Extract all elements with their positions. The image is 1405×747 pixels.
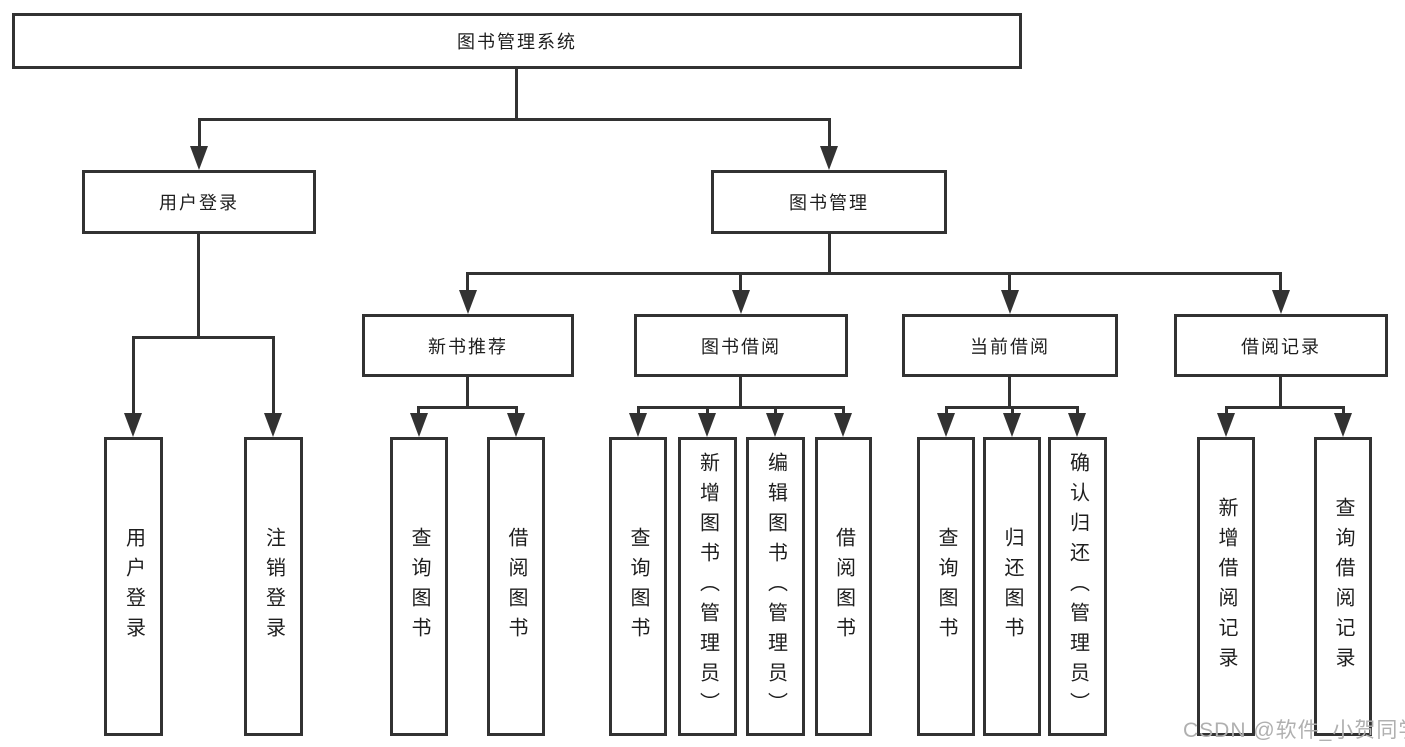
edge-drop-bb-query (637, 406, 640, 416)
arrow-into-bb-add (698, 413, 716, 437)
node-current-borrow: 当前借阅 (902, 314, 1118, 377)
node-label: 注销登录 (262, 526, 285, 647)
arrow-into-cb-return (1003, 413, 1021, 437)
leaf-cb-query-books: 查询图书 (917, 437, 975, 736)
node-label: 查询图书 (627, 526, 649, 647)
edge-drop-nbr-query (417, 406, 420, 416)
edge-drop-bb-add (706, 406, 709, 416)
node-label: 当前借阅 (970, 336, 1050, 357)
leaf-nbr-query-books: 查询图书 (390, 437, 448, 736)
arrow-into-nbr-query (410, 413, 428, 437)
leaf-bb-edit-books-admin: 编辑图书（管理员） (746, 437, 805, 736)
edge-user-login-trunk (197, 234, 200, 338)
arrow-into-book-management (820, 146, 838, 170)
node-label: 新增借阅记录 (1215, 496, 1237, 677)
node-book-management: 图书管理 (711, 170, 947, 234)
node-label: 借阅记录 (1241, 336, 1321, 357)
arrow-into-current-borrow (1001, 290, 1019, 314)
node-book-borrow: 图书借阅 (634, 314, 848, 377)
edge-user-login-hline (132, 336, 275, 339)
node-label: 借阅图书 (832, 526, 855, 647)
leaf-br-add-record: 新增借阅记录 (1197, 437, 1255, 736)
edge-drop-leaf-logout (272, 336, 275, 416)
edge-book-borrow-hline (637, 406, 845, 409)
node-label: 新书推荐 (428, 336, 508, 357)
edge-root-hline (198, 118, 831, 121)
leaf-bb-borrow-books: 借阅图书 (815, 437, 872, 736)
edge-drop-nbr-borrow (515, 406, 518, 416)
edge-drop-br-add (1225, 406, 1228, 416)
edge-drop-cb-return (1011, 406, 1014, 416)
node-label: 查询图书 (408, 526, 430, 647)
leaf-br-query-record: 查询借阅记录 (1314, 437, 1372, 736)
arrow-into-new-book-recommend (459, 290, 477, 314)
node-library-management-system: 图书管理系统 (12, 13, 1022, 69)
node-label: 查询借阅记录 (1332, 496, 1354, 677)
edge-borrow-records-trunk (1279, 377, 1282, 408)
edge-drop-user-login (198, 118, 201, 149)
node-label: 新增图书（管理员） (696, 451, 719, 722)
leaf-user-login: 用户登录 (104, 437, 163, 736)
node-borrow-records: 借阅记录 (1174, 314, 1388, 377)
edge-new-book-recommend-trunk (466, 377, 469, 408)
arrow-into-nbr-borrow (507, 413, 525, 437)
node-label: 归还图书 (1001, 526, 1023, 647)
node-label: 编辑图书（管理员） (764, 451, 787, 722)
edge-drop-bb-edit (774, 406, 777, 416)
node-label: 图书管理 (789, 193, 869, 213)
edge-drop-book-management (828, 118, 831, 149)
node-label: 确认归还（管理员） (1066, 451, 1089, 722)
arrow-into-cb-confirm (1068, 413, 1086, 437)
edge-level3-hline (466, 272, 1282, 275)
edge-drop-book-borrow (739, 272, 742, 292)
leaf-cb-return-books: 归还图书 (983, 437, 1041, 736)
edge-new-book-recommend-hline (417, 406, 518, 409)
edge-drop-leaf-login (132, 336, 135, 416)
arrow-into-book-borrow (732, 290, 750, 314)
leaf-cb-confirm-return-admin: 确认归还（管理员） (1048, 437, 1107, 736)
edge-drop-br-query (1342, 406, 1345, 416)
leaf-bb-add-books-admin: 新增图书（管理员） (678, 437, 737, 736)
node-label: 借阅图书 (505, 526, 527, 647)
arrow-into-br-query (1334, 413, 1352, 437)
arrow-into-br-add (1217, 413, 1235, 437)
arrow-into-bb-borrow (834, 413, 852, 437)
node-new-book-recommend: 新书推荐 (362, 314, 574, 377)
node-label: 用户登录 (122, 526, 145, 647)
leaf-nbr-borrow-books: 借阅图书 (487, 437, 545, 736)
edge-book-management-trunk (828, 234, 831, 274)
arrow-into-leaf-logout (264, 413, 282, 437)
arrow-into-bb-query (629, 413, 647, 437)
arrow-into-leaf-login (124, 413, 142, 437)
edge-drop-current-borrow (1008, 272, 1011, 292)
node-label: 图书借阅 (701, 336, 781, 357)
edge-book-borrow-trunk (739, 377, 742, 408)
arrow-into-bb-edit (766, 413, 784, 437)
node-label: 查询图书 (935, 526, 957, 647)
csdn-watermark: CSDN @软件_小贺同学 (1183, 719, 1405, 742)
edge-drop-new-book-recommend (466, 272, 469, 292)
arrow-into-borrow-records (1272, 290, 1290, 314)
edge-drop-borrow-records (1279, 272, 1282, 292)
edge-current-borrow-trunk (1008, 377, 1011, 408)
arrow-into-cb-query (937, 413, 955, 437)
node-label: 用户登录 (159, 193, 239, 213)
edge-root-trunk (515, 69, 518, 121)
leaf-bb-query-books: 查询图书 (609, 437, 667, 736)
edge-drop-bb-borrow (842, 406, 845, 416)
edge-borrow-records-hline (1225, 406, 1345, 409)
edge-drop-cb-confirm (1076, 406, 1079, 416)
node-label: 图书管理系统 (457, 32, 577, 52)
leaf-logout: 注销登录 (244, 437, 303, 736)
node-user-login: 用户登录 (82, 170, 316, 234)
arrow-into-user-login (190, 146, 208, 170)
edge-drop-cb-query (945, 406, 948, 416)
